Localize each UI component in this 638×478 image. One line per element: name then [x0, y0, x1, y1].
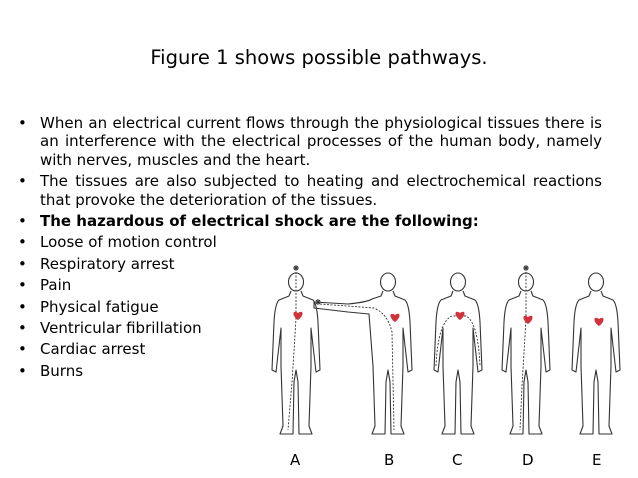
figure-body-outline	[313, 290, 413, 435]
bullet-glyph: •	[18, 361, 27, 380]
list-item: • Loose of motion control	[18, 233, 602, 251]
bullet-text: Physical fatigue	[40, 297, 159, 316]
bullet-glyph: •	[18, 114, 27, 132]
contact-point-icon-d	[523, 265, 529, 271]
figure-label-c: C	[452, 451, 463, 469]
bullet-text: Pain	[40, 276, 72, 295]
bullet-glyph: •	[18, 254, 27, 273]
slide-title: Figure 1 shows possible pathways.	[150, 46, 488, 69]
figure-label-d: D	[522, 451, 534, 469]
bullet-glyph: •	[18, 340, 27, 359]
bullet-text: The hazardous of electrical shock are th…	[40, 212, 479, 231]
bullet-glyph: •	[18, 172, 27, 191]
figure-head	[587, 272, 605, 292]
list-item: • Physical fatigue	[18, 298, 602, 316]
bullet-text: The tissues are also subjected to heatin…	[40, 172, 602, 209]
list-item: • The hazardous of electrical shock are t…	[18, 212, 602, 230]
bullet-glyph: •	[18, 297, 27, 316]
figure-body-outline	[571, 290, 621, 435]
current-path-b	[319, 303, 395, 431]
human-figure-e	[571, 272, 621, 435]
figure-label-a: A	[290, 451, 301, 469]
list-item: • Burns	[18, 362, 602, 380]
pathway-illustration	[271, 265, 621, 435]
bullet-glyph: •	[18, 212, 27, 231]
human-figure-c	[433, 272, 483, 435]
list-item: • When an electrical current flows throug…	[18, 114, 602, 169]
bullet-text: Ventricular fibrillation	[40, 319, 202, 338]
bullet-text: When an electrical current flows through…	[40, 114, 602, 169]
list-item: • Pain	[18, 276, 602, 294]
bullet-text: Cardiac arrest	[40, 340, 146, 359]
heart-icon-b	[390, 313, 400, 322]
list-item: • Ventricular fibrillation	[18, 319, 602, 337]
bullet-text: Burns	[40, 361, 84, 380]
figure-head	[449, 272, 467, 292]
figure-body-outline	[501, 290, 551, 435]
list-item: • The tissues are also subjected to heati…	[18, 172, 602, 209]
bullet-list: • When an electrical current flows throug…	[18, 114, 602, 383]
bullet-text: Loose of motion control	[40, 233, 217, 252]
heart-icon-e	[594, 317, 604, 326]
human-figure-b	[313, 272, 413, 435]
figure-head	[379, 272, 397, 292]
current-path-a	[287, 272, 297, 431]
figure-body-outline	[271, 290, 321, 435]
heart-icon-d	[523, 315, 533, 324]
current-pathway-figure: A B C D E	[256, 262, 628, 474]
bullet-glyph: •	[18, 319, 27, 338]
list-item: • Cardiac arrest	[18, 340, 602, 358]
figure-label-b: B	[384, 451, 395, 469]
heart-icon-c	[455, 311, 465, 320]
bullet-glyph: •	[18, 276, 27, 295]
bullet-glyph: •	[18, 233, 27, 252]
bullet-text: Respiratory arrest	[40, 254, 175, 273]
figure-body-outline	[433, 290, 483, 435]
contact-point-icon-a	[293, 265, 299, 271]
contact-point-icon-b	[315, 299, 321, 305]
heart-icon-a	[293, 311, 303, 320]
figure-label-e: E	[592, 451, 602, 469]
list-item: • Respiratory arrest	[18, 255, 602, 273]
